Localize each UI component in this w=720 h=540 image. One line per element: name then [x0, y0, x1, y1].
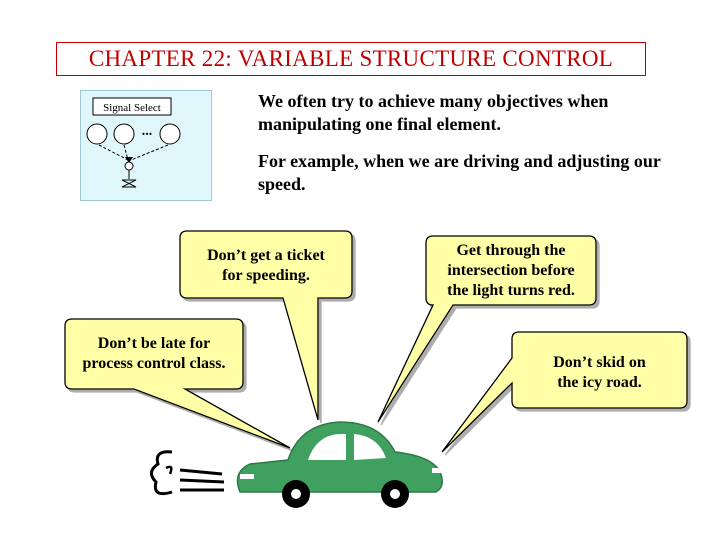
bubble-skid	[441, 331, 688, 453]
sensor-circle-1	[86, 123, 108, 145]
speed-line-1	[179, 468, 223, 476]
page-title: CHAPTER 22: VARIABLE STRUCTURE CONTROL	[88, 46, 614, 71]
ellipsis-text: ...	[142, 124, 153, 139]
bubble-intersection-line-1: Get through the	[456, 242, 566, 259]
bubble-ticket-line-1: Don’t get a ticket	[207, 247, 325, 264]
bubble-ticket	[179, 230, 353, 421]
bubble-skid-line-1: Don’t skid on	[553, 354, 646, 371]
bubble-ticket-text: Don’t get a ticket for speeding.	[180, 246, 352, 286]
intro-paragraph-2: For example, when we are driving and adj…	[258, 151, 661, 194]
speed-line-2	[179, 478, 225, 484]
bubble-late	[64, 318, 291, 449]
bubble-late-line-2: process control class.	[82, 355, 226, 372]
bubble-intersection	[377, 235, 597, 423]
car-hubcap-front	[390, 489, 400, 499]
sensor-circle-3	[159, 123, 181, 145]
signal-select-diagram: Signal Select ...	[80, 90, 212, 201]
bubble-ticket-line-2: for speeding.	[222, 267, 310, 284]
car-window-rear	[354, 434, 386, 460]
bubble-intersection-line-2: intersection before	[447, 262, 575, 279]
bubble-late-line-1: Don’t be late for	[97, 335, 211, 352]
signal-select-label-box	[92, 97, 172, 116]
bubble-intersection-line-3: the light turns red.	[447, 282, 575, 299]
valve-icon	[121, 179, 137, 188]
intro-paragraph-1: We often try to achieve many objectives …	[258, 91, 609, 134]
car-bumper-rear	[240, 474, 254, 479]
intro-text: We often try to achieve many objectives …	[258, 90, 678, 210]
arrowhead	[125, 157, 133, 163]
bubble-late-text: Don’t be late for process control class.	[65, 334, 243, 374]
signal-line-1	[98, 144, 129, 161]
bubble-intersection-text: Get through the intersection before the …	[426, 241, 596, 301]
signal-select-label: Signal Select	[103, 102, 161, 114]
car-illustration	[150, 421, 443, 508]
car-headlight	[432, 468, 442, 473]
signal-select-graphic: Signal Select ...	[86, 97, 181, 188]
bubble-skid-text: Don’t skid on the icy road.	[512, 353, 687, 393]
sensor-circle-2	[113, 123, 135, 145]
exhaust-curl	[165, 465, 173, 475]
title-box: CHAPTER 22: VARIABLE STRUCTURE CONTROL	[56, 42, 646, 76]
exhaust-cloud-icon	[150, 450, 173, 496]
car-window-front	[308, 434, 346, 460]
bubble-skid-line-2: the icy road.	[557, 374, 642, 391]
car-hubcap-rear	[291, 489, 301, 499]
signal-line-3	[130, 144, 169, 161]
